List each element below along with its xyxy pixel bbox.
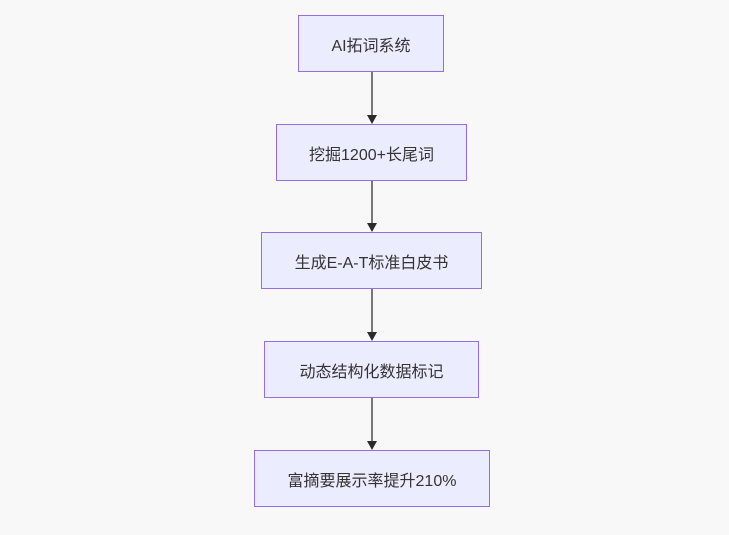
flow-node-4: 动态结构化数据标记 <box>264 341 479 398</box>
flow-node-4-label: 动态结构化数据标记 <box>299 363 444 381</box>
flow-arrow-1 <box>365 72 378 124</box>
arrow-line <box>370 181 373 224</box>
flow-node-2-label: 挖掘1200+长尾词 <box>309 146 434 164</box>
arrow-line <box>370 72 373 116</box>
flow-node-1-label: AI拓词系统 <box>331 37 411 55</box>
flow-node-3-label: 生成E-A-T标准白皮书 <box>294 254 449 272</box>
flow-node-1: AI拓词系统 <box>298 15 444 72</box>
arrow-line <box>370 289 373 333</box>
arrow-down-icon <box>366 223 377 232</box>
flow-node-3: 生成E-A-T标准白皮书 <box>261 232 482 289</box>
arrow-down-icon <box>366 115 377 124</box>
flow-node-2: 挖掘1200+长尾词 <box>276 124 467 181</box>
flow-arrow-2 <box>365 181 378 232</box>
arrow-down-icon <box>366 332 377 341</box>
flow-arrow-3 <box>365 289 378 341</box>
flow-arrow-4 <box>365 398 378 450</box>
flow-node-5: 富摘要展示率提升210% <box>254 450 490 507</box>
arrow-down-icon <box>366 441 377 450</box>
arrow-line <box>370 398 373 442</box>
flow-node-5-label: 富摘要展示率提升210% <box>287 472 457 490</box>
